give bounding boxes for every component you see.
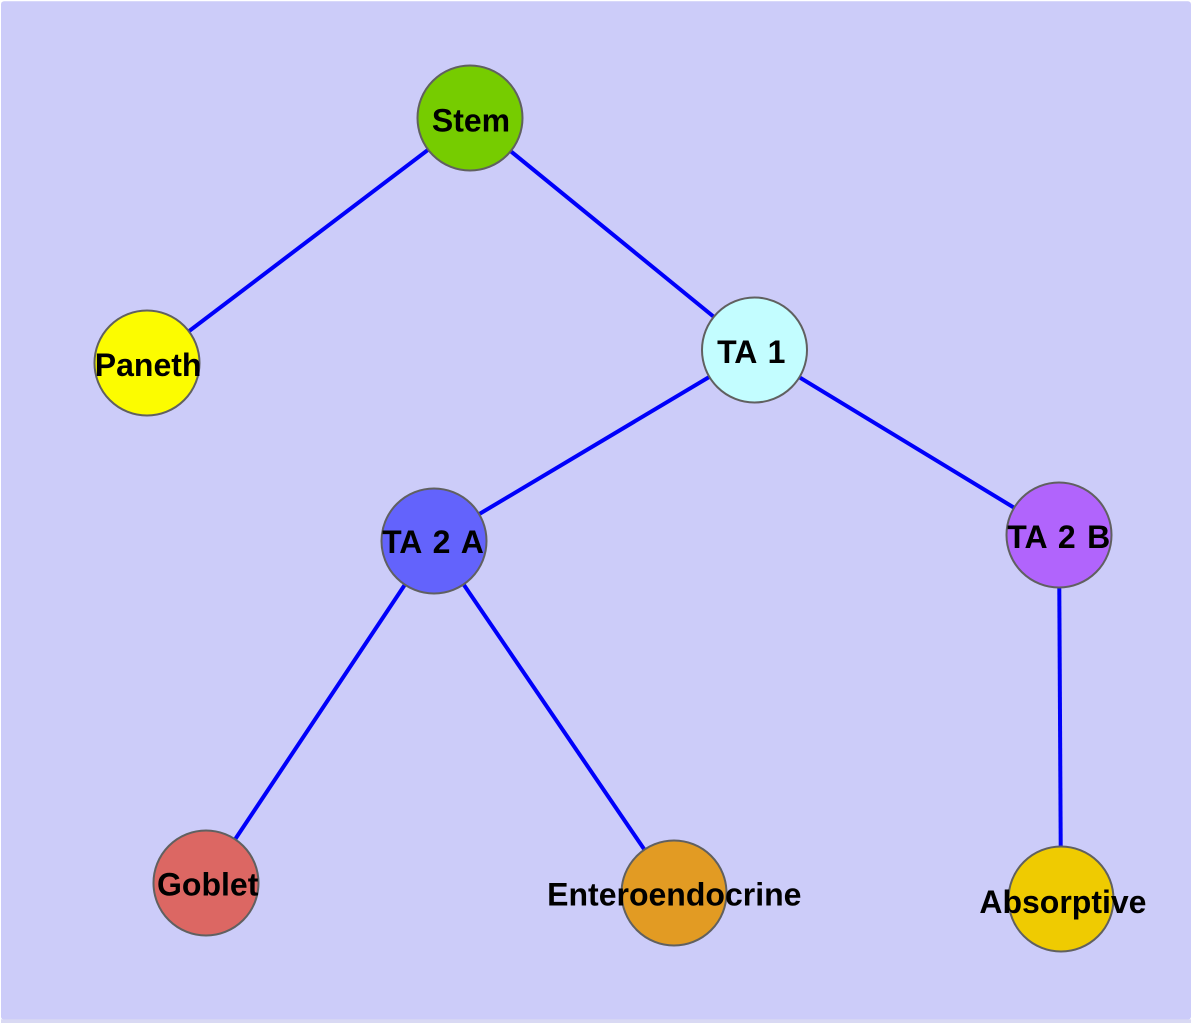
svg-text:Enteroendocrine: Enteroendocrine <box>547 877 801 913</box>
svg-text:TA 2 B: TA 2 B <box>1007 519 1110 555</box>
svg-text:Absorptive: Absorptive <box>979 884 1146 920</box>
svg-text:Goblet: Goblet <box>157 866 259 902</box>
svg-text:TA 1: TA 1 <box>717 334 785 370</box>
svg-text:Stem: Stem <box>432 102 510 138</box>
svg-text:Paneth: Paneth <box>95 347 202 383</box>
svg-text:TA 2 A: TA 2 A <box>382 524 484 560</box>
